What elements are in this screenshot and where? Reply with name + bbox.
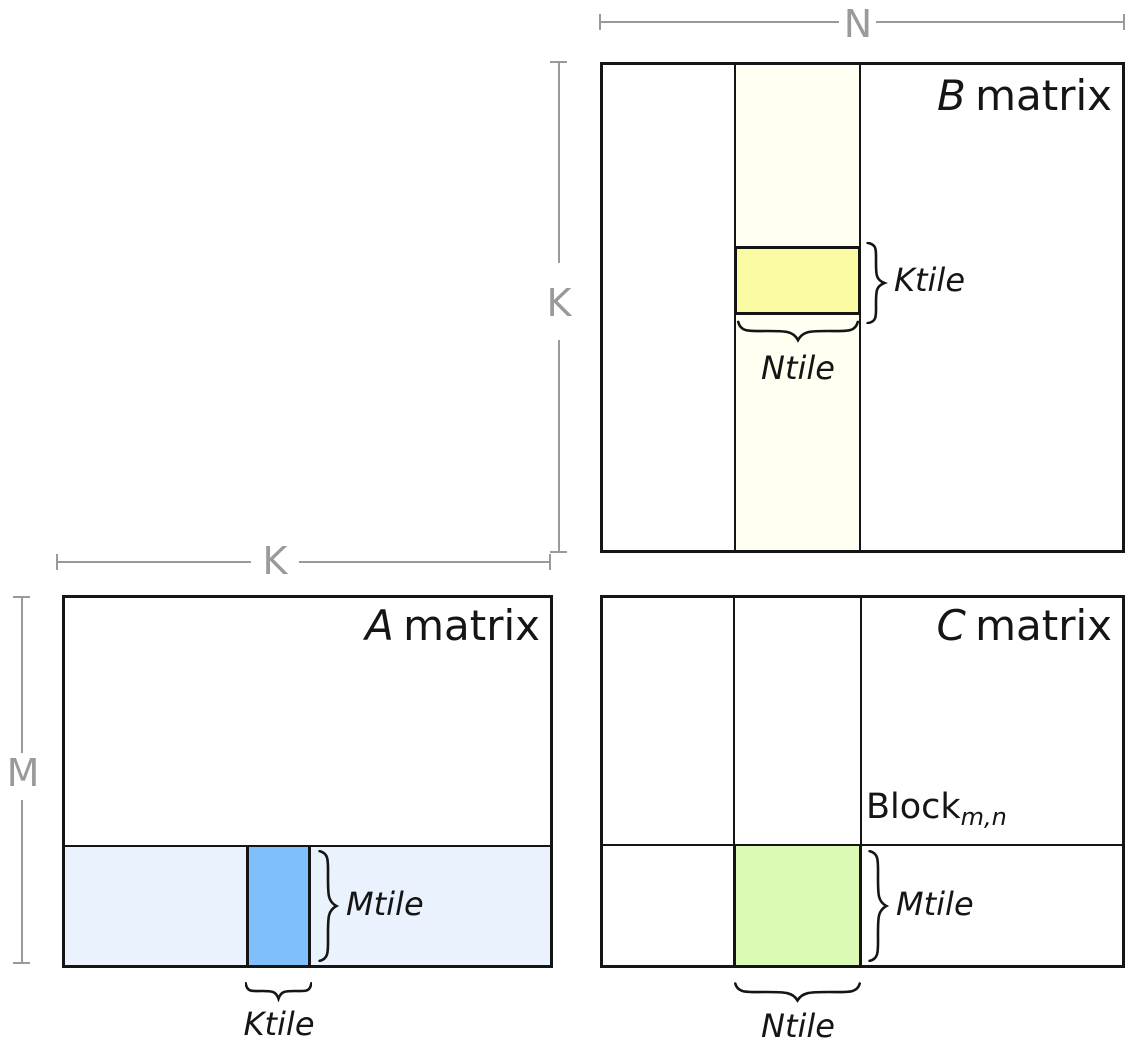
c-ntile-brace [734, 980, 861, 1004]
a-matrix-title-word: matrix [403, 601, 540, 650]
n-dim-label: N [843, 2, 873, 46]
c-ntile-label: Ntile [761, 1007, 835, 1045]
c-mtile-brace [866, 850, 890, 962]
c-grid-vline-left [733, 595, 735, 968]
c-grid-hline [600, 844, 1125, 846]
a-mtile-ktile-tile [246, 845, 311, 968]
b-matrix-outline [600, 62, 1125, 553]
b-ntile-brace [737, 318, 859, 344]
k-vert-dim-line-bottom [558, 340, 560, 553]
k-vert-dim-tick-bottom [550, 551, 567, 553]
m-dim-tick-top [13, 596, 30, 598]
a-matrix-outline [62, 595, 553, 968]
c-block-label: Blockm,n [866, 787, 1007, 830]
m-dim-label: M [6, 751, 40, 795]
a-mtile-brace [316, 850, 340, 962]
k-horiz-dim-tick-left [56, 554, 58, 570]
b-matrix-title-letter: B [937, 71, 966, 120]
b-ktile-label: Ktile [894, 261, 965, 299]
k-vert-dim-tick-top [550, 61, 567, 63]
m-dim-tick-bottom [13, 962, 30, 964]
k-horiz-dim-line-left [57, 561, 251, 563]
a-ktile-label: Ktile [243, 1005, 315, 1043]
k-vert-dim-line-top [558, 62, 560, 263]
a-ktile-brace [245, 980, 312, 1002]
c-block-label-subscript: m,n [960, 803, 1007, 831]
m-dim-line-bottom [21, 800, 23, 964]
c-block-label-base: Block [866, 787, 961, 827]
b-ktile-ntile-tile [734, 246, 861, 315]
c-matrix-title-word: matrix [975, 601, 1112, 650]
k-horiz-dim-label: K [262, 539, 288, 583]
b-ktile-brace [864, 242, 888, 324]
a-mtile-label: Mtile [346, 885, 424, 923]
c-mtile-label: Mtile [896, 885, 974, 923]
k-horiz-dim-tick-right [549, 554, 551, 570]
c-matrix-title-letter: C [936, 601, 966, 650]
n-dim-tick-right [1123, 14, 1125, 30]
n-dim-line-left [600, 21, 839, 23]
n-dim-tick-left [599, 14, 601, 30]
k-horiz-dim-line-right [299, 561, 551, 563]
a-matrix-title-letter: A [365, 601, 394, 650]
c-matrix-outline [600, 595, 1125, 968]
b-matrix-title-word: matrix [975, 71, 1112, 120]
m-dim-line-top [21, 597, 23, 753]
k-vert-dim-label: K [546, 281, 572, 325]
b-ntile-label: Ntile [761, 349, 835, 387]
c-grid-vline-right [860, 595, 862, 968]
n-dim-line-right [876, 21, 1125, 23]
